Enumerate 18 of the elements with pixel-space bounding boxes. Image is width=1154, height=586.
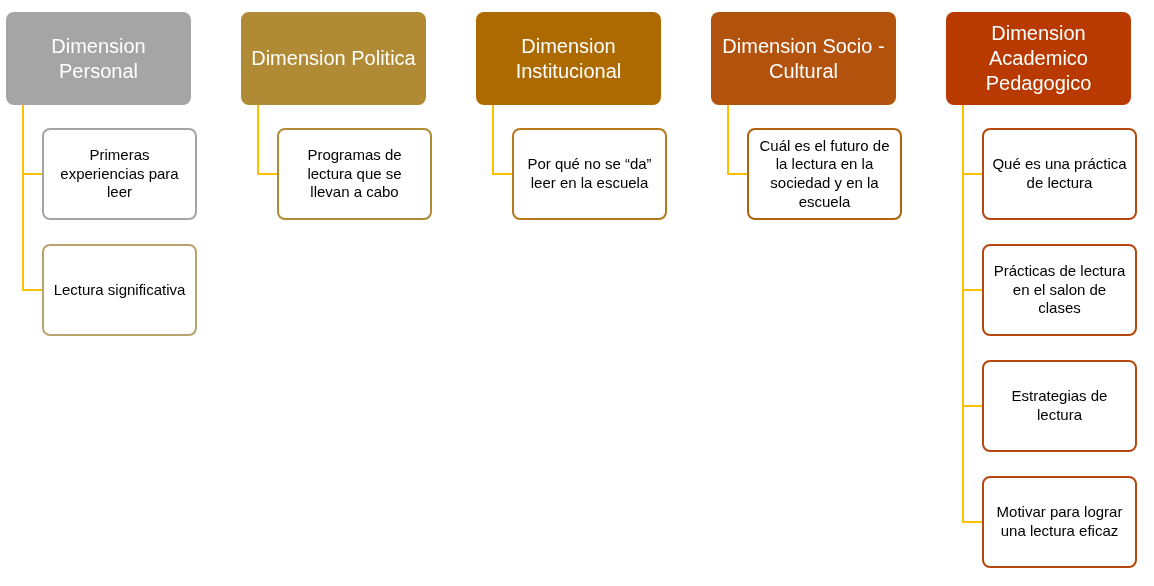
connector-line	[492, 104, 513, 175]
topic-box: Lectura significativa	[42, 244, 197, 336]
dimension-header: Dimension Socio - Cultural	[711, 12, 896, 105]
topic-box: Cuál es el futuro de la lectura en la sociedad y en la escuela	[747, 128, 902, 220]
dimension-header: Dimension Personal	[6, 12, 191, 105]
topic-box: Motivar para lograr una lectura eficaz	[982, 476, 1137, 568]
connector-line	[727, 104, 748, 175]
dimension-header: Dimension Institucional	[476, 12, 661, 105]
topic-box: Primeras experiencias para leer	[42, 128, 197, 220]
topic-box: Qué es una práctica de lectura	[982, 128, 1137, 220]
topic-box: Estrategias de lectura	[982, 360, 1137, 452]
topic-box: Programas de lectura que se llevan a cabo	[277, 128, 432, 220]
connector-line	[257, 104, 278, 175]
topic-box: Prácticas de lectura en el salon de clases	[982, 244, 1137, 336]
dimension-header: Dimension Politica	[241, 12, 426, 105]
connector-line	[22, 104, 43, 291]
dimension-header: Dimension Academico Pedagogico	[946, 12, 1131, 105]
topic-box: Por qué no se “da” leer en la escuela	[512, 128, 667, 220]
